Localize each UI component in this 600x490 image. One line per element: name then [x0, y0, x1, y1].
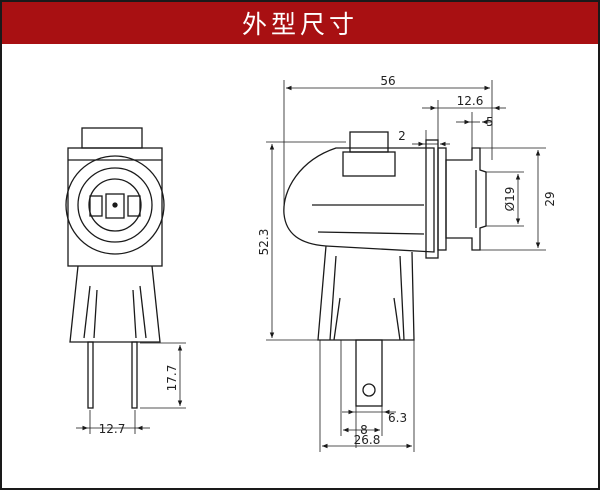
side-switch-base	[342, 151, 396, 177]
front-body	[67, 147, 163, 267]
dim-overall-height: 52.3	[257, 229, 271, 256]
dim-collar-step: 2	[398, 129, 406, 143]
side-flange	[425, 139, 439, 259]
front-socket-core	[88, 178, 142, 232]
dim-base-width: 26.8	[354, 433, 381, 447]
side-dimensions	[266, 80, 546, 452]
front-prong-right	[131, 341, 138, 409]
dim-inner-diameter: Ø19	[503, 187, 517, 212]
dim-pin-length: 17.7	[165, 365, 179, 392]
title-bar: 外型尺寸	[2, 2, 598, 44]
front-socket-outer-ring	[65, 155, 165, 255]
page-title: 外型尺寸	[241, 10, 358, 39]
front-switch	[81, 127, 143, 149]
dim-rear-section: 12.6	[457, 94, 484, 108]
dim-pin-width: 6.3	[388, 411, 407, 425]
side-view	[283, 131, 487, 407]
front-prong-left	[87, 341, 94, 409]
dim-pin-spacing: 12.7	[99, 422, 126, 436]
dim-outer-height: 29	[543, 191, 557, 206]
side-switch	[349, 131, 389, 153]
front-lower-body	[69, 265, 161, 343]
side-prong	[355, 339, 383, 407]
front-socket-inner-ring	[77, 167, 153, 243]
dim-pin-offset: 8	[360, 423, 368, 437]
front-view	[65, 127, 165, 409]
side-rear-socket	[445, 147, 487, 251]
dim-overall-depth: 56	[380, 74, 395, 88]
side-body	[283, 147, 435, 253]
side-prong-hole	[362, 383, 376, 397]
front-dimensions	[76, 342, 186, 434]
dim-flange: 5	[486, 115, 494, 129]
